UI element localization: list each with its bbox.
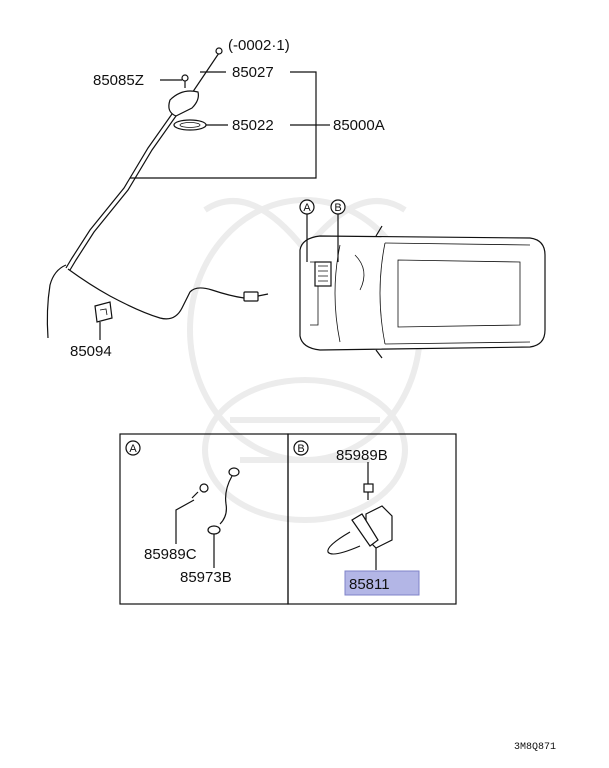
serial-note: (-0002·1) [228,37,290,54]
detail-b-marker: B [297,443,304,455]
diagram-code: 3M8Q871 [514,742,556,753]
callout-85973b[interactable]: 85973B [180,569,232,586]
callout-85000a[interactable]: 85000A [333,117,385,134]
callout-85027[interactable]: 85027 [232,64,274,81]
callout-85094[interactable]: 85094 [70,343,112,360]
marker-b: B [334,202,341,214]
group-bracket [99,71,330,340]
antenna-assembly [46,47,269,339]
detail-box-b [287,433,457,605]
highlight-85811 [344,570,420,596]
detail-a-marker: A [129,443,137,455]
callout-85811[interactable]: 85811 [349,576,390,593]
callout-85989c[interactable]: 85989C [144,546,197,563]
callout-85989b[interactable]: 85989B [336,447,388,464]
vehicle-top-view [299,199,546,359]
callout-85022[interactable]: 85022 [232,117,274,134]
marker-a: A [303,202,311,214]
callout-85085z[interactable]: 85085Z [93,72,144,89]
